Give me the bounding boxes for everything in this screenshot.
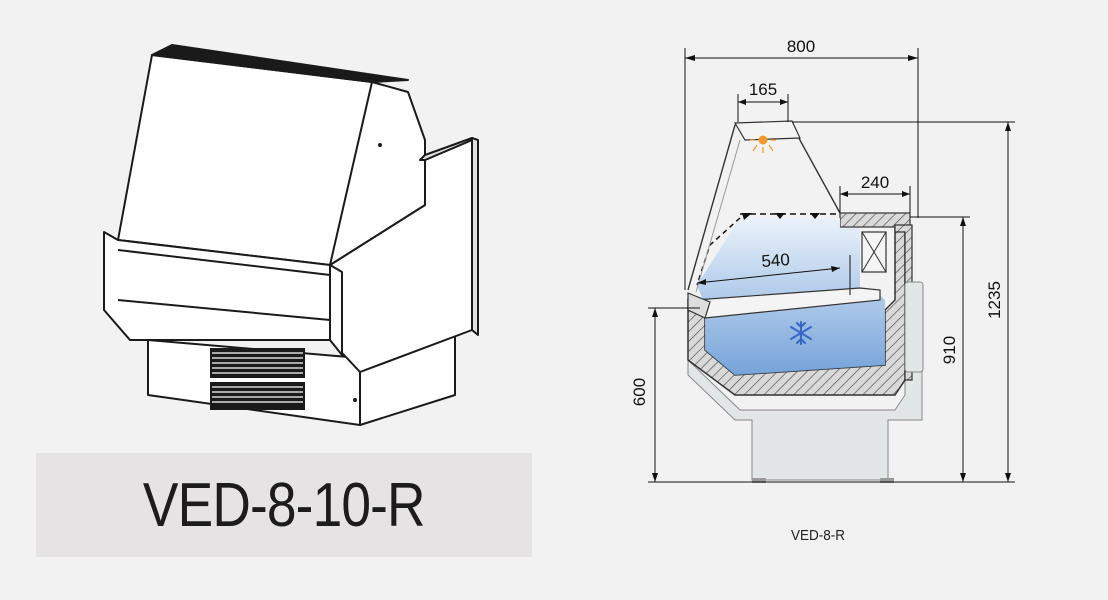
light-bulb-icon [750, 135, 776, 153]
dim-display-depth: 540 [761, 250, 791, 271]
dim-lamp-width: 165 [749, 80, 777, 99]
dim-overall-width: 800 [787, 37, 815, 56]
model-title-box: VED-8-10-R [36, 453, 532, 557]
dim-top-shelf-depth: 240 [861, 173, 889, 192]
model-title: VED-8-10-R [143, 470, 426, 540]
section-caption: VED-8-R [791, 527, 846, 544]
snowflake-icon [790, 321, 812, 345]
product-illustration [103, 44, 479, 426]
dim-counter-height: 600 [630, 378, 649, 406]
cross-section-drawing: 800 165 240 540 600 910 1235 [630, 37, 1015, 483]
dim-deck-height: 910 [940, 336, 959, 364]
dim-overall-height: 1235 [985, 281, 1004, 319]
